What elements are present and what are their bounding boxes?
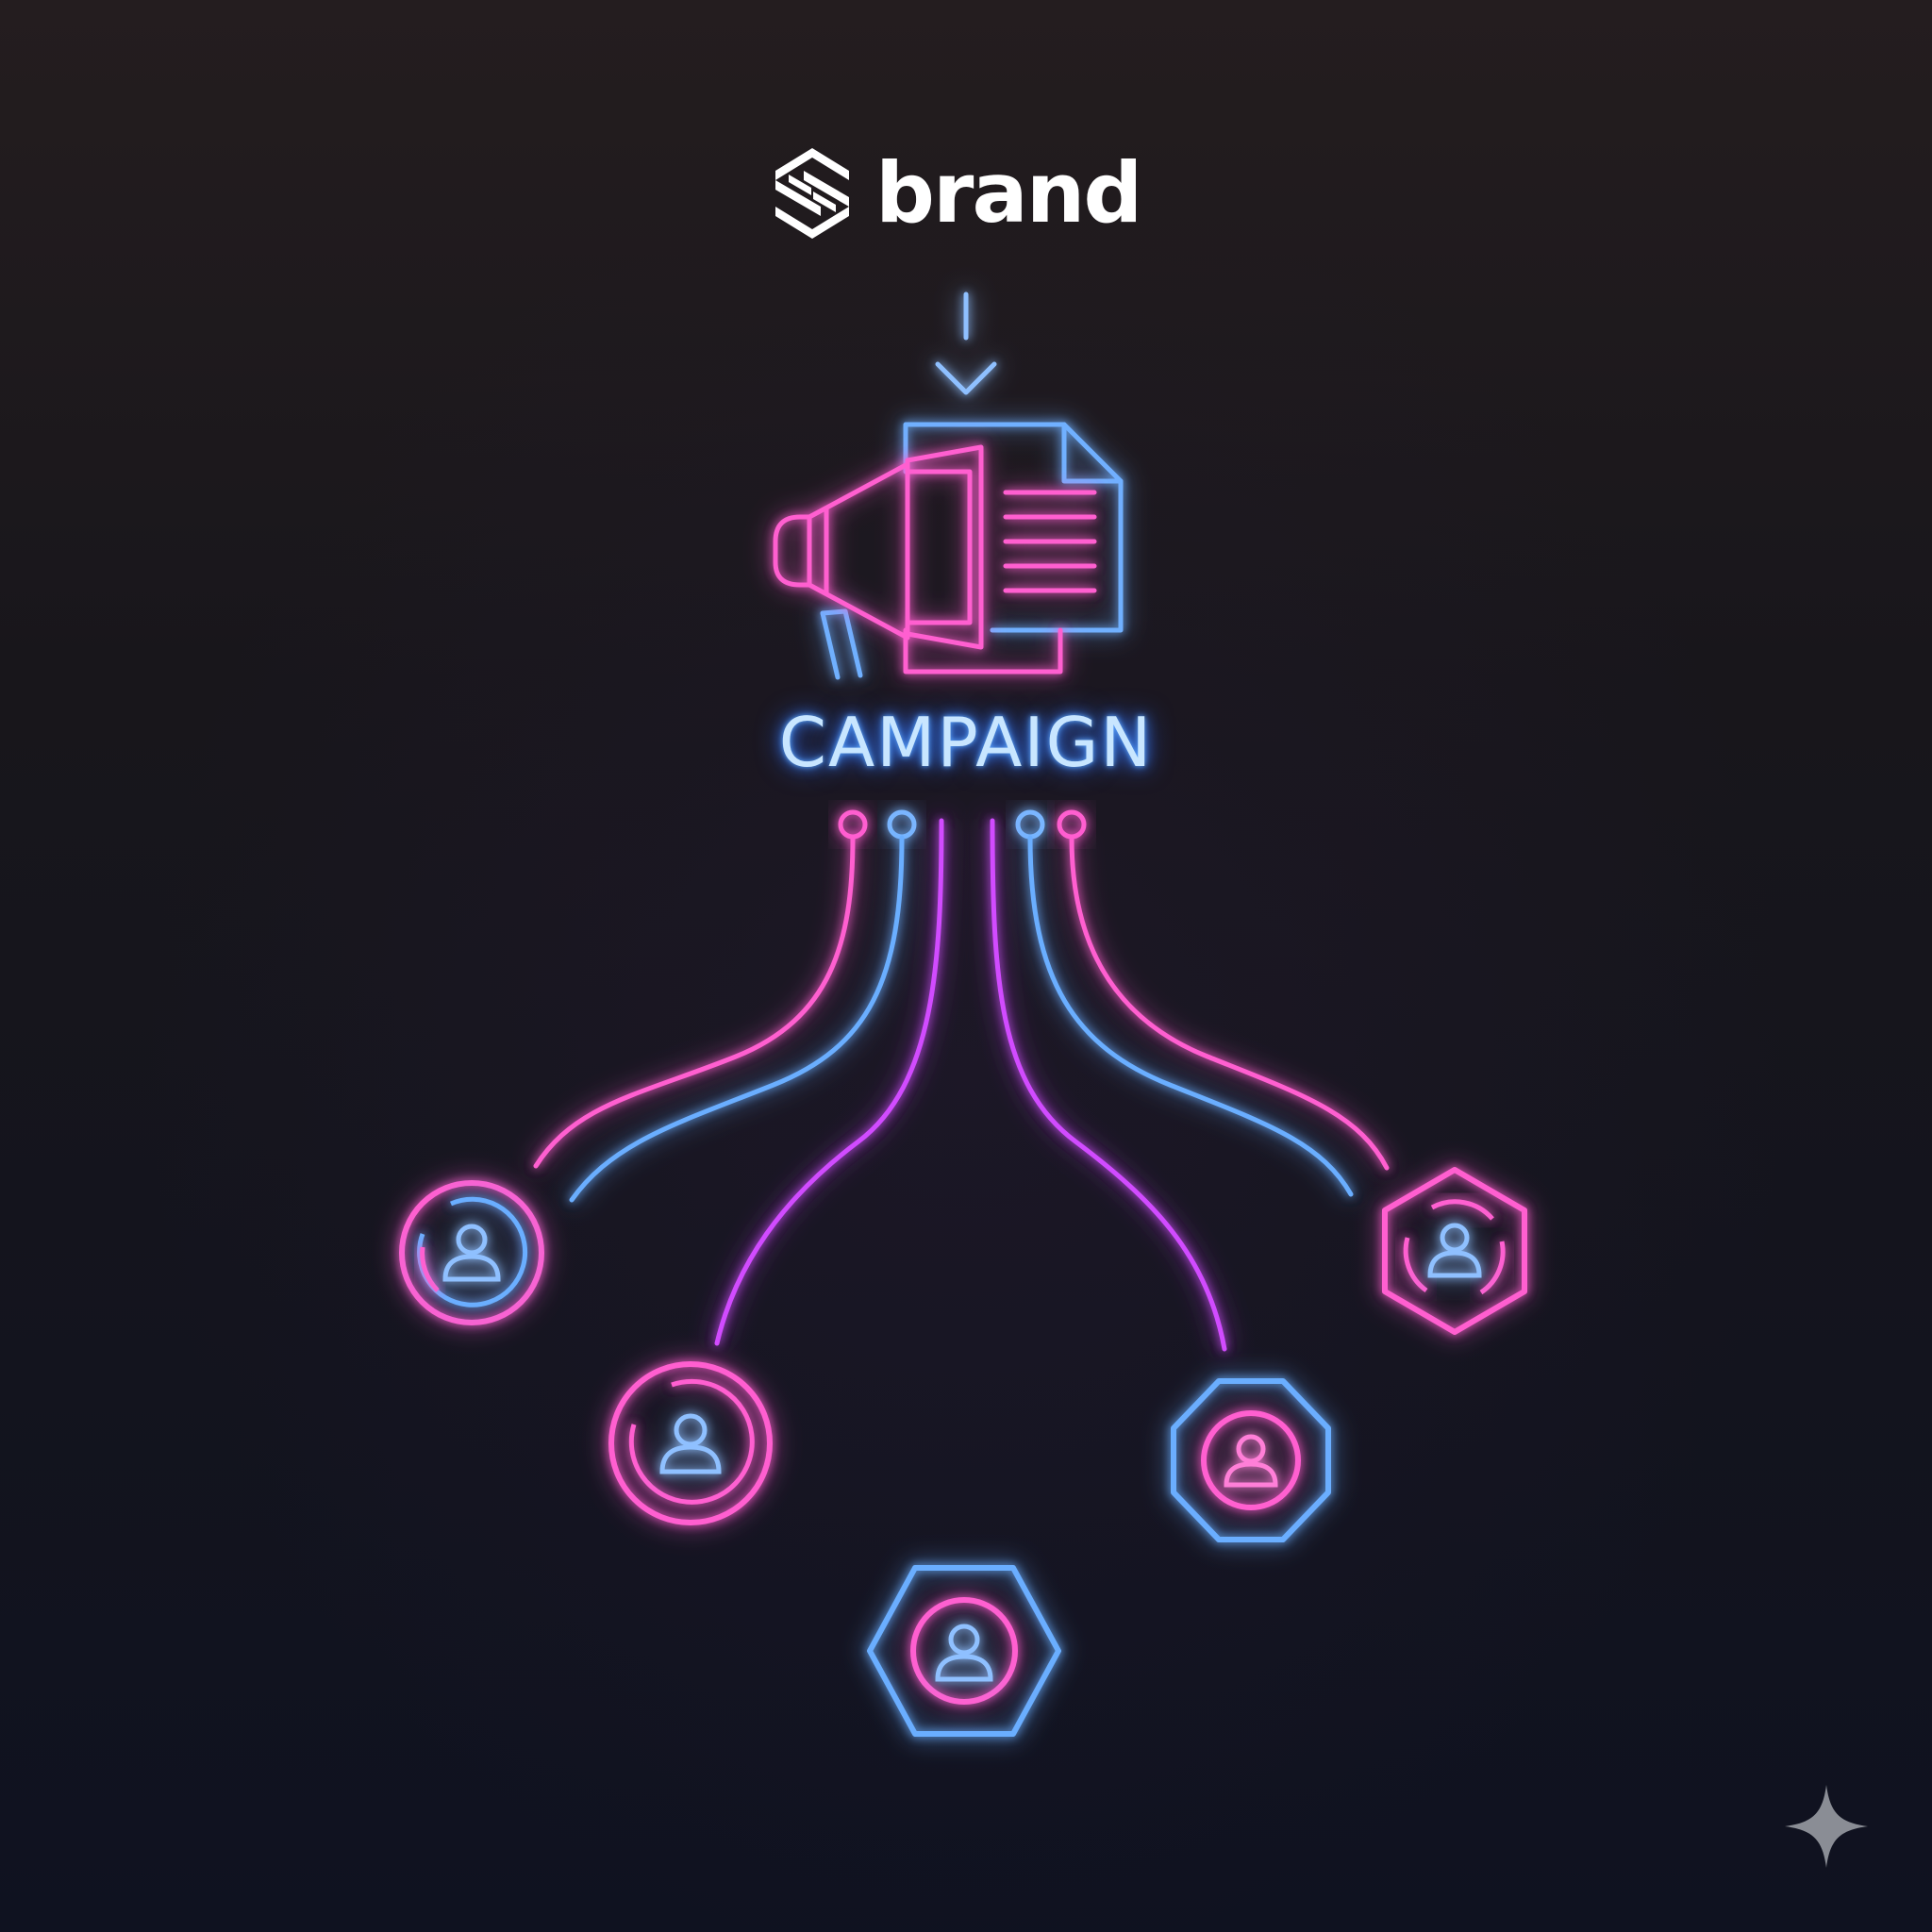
brand-name: brand — [875, 144, 1142, 242]
campaign-label: CAMPAIGN — [778, 703, 1154, 782]
user-icon — [1224, 1434, 1278, 1488]
flow-line-violet-right — [990, 818, 1227, 1352]
audience-node-4 — [1171, 1378, 1331, 1542]
sparkle-icon — [1785, 1785, 1868, 1868]
brand-logo-icon — [775, 148, 849, 239]
megaphone-document-icon — [773, 422, 1124, 680]
audience-node-5 — [1382, 1167, 1527, 1335]
user-icon — [935, 1624, 993, 1682]
user-icon — [442, 1224, 501, 1282]
brand-header: brand — [770, 142, 1142, 245]
flow-lines — [533, 818, 1390, 1537]
audience-node-3 — [867, 1565, 1061, 1737]
audience-node-2 — [608, 1361, 773, 1525]
input-arrow-icon — [935, 291, 997, 395]
flow-line-blue-right — [1027, 835, 1354, 1197]
user-icon — [659, 1413, 722, 1474]
audience-node-1 — [399, 1180, 544, 1325]
flow-line-pink-left — [533, 835, 856, 1169]
flow-line-violet-left — [714, 818, 944, 1346]
connector-pins — [838, 809, 1087, 840]
flow-line-blue-left — [569, 835, 905, 1203]
user-icon — [1427, 1223, 1482, 1278]
flow-line-pink-right — [1069, 835, 1390, 1171]
